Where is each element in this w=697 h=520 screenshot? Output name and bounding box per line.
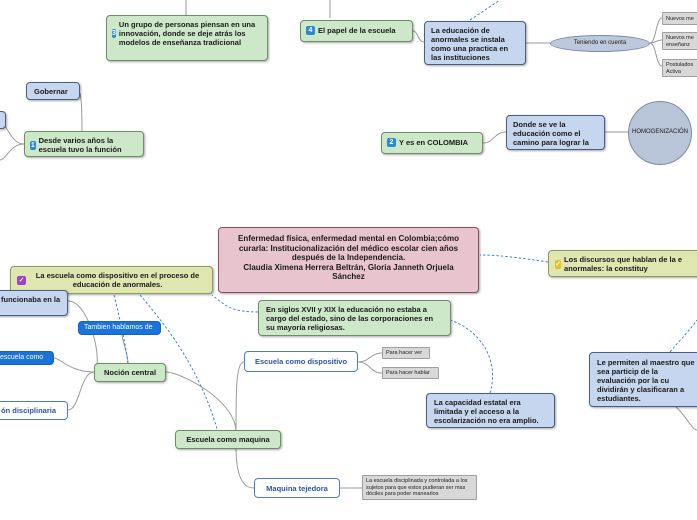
colombia-text: Y es en COLOMBIA	[399, 138, 469, 147]
escuela-dispositivo-main-node[interactable]: ✓ La escuela como dispositivo en el proc…	[10, 266, 213, 294]
nocion-central-text: Noción central	[103, 368, 157, 377]
dashed-discursos-left	[479, 254, 549, 263]
central-title: Enfermedad física, enfermedad mental en …	[238, 234, 459, 263]
para-hablar-node[interactable]: Para hacer hablar	[382, 367, 439, 379]
edge-maquina-dispositivo	[235, 361, 245, 433]
escuela-disciplinada-text: La escuela disciplinada y controlada a l…	[366, 478, 468, 498]
edge-papel-educacion	[412, 30, 425, 43]
discursos-text: Los discursos que hablan de la e anormal…	[564, 255, 682, 273]
edge-desde-left2	[0, 143, 25, 161]
desde-varios-node[interactable]: 1 Desde varios años la escuela tuvo la f…	[24, 131, 144, 157]
funcionaba-node[interactable]: funcionaba en la	[0, 290, 68, 316]
tambien-node[interactable]: Tambien hablamos de	[78, 321, 161, 335]
edge-maquina-tejedora	[235, 445, 255, 489]
checkbox-icon: ✓	[17, 275, 26, 285]
edge-teniendo-nuevos	[649, 17, 663, 44]
maquina-tejedora-text: Maquina tejedora	[266, 484, 328, 493]
edge-dispositivo-ver	[357, 352, 383, 363]
edge-nocion-escuela-como	[53, 357, 95, 373]
nuevos-1-text: Nuevos me	[666, 16, 694, 22]
para-ver-text: Para hacer ver	[386, 350, 423, 356]
checkbox-icon: ✓	[555, 259, 562, 269]
escuela-dispositivo-main-text: La escuela como dispositivo en el proces…	[35, 271, 200, 289]
escuela-dispositivo-text: Escuela como dispositivo	[254, 357, 348, 366]
dashed-papel-up	[469, 0, 501, 21]
papel-escuela-text: El papel de la escuela	[318, 26, 396, 35]
tambien-text: Tambien hablamos de	[84, 324, 153, 331]
permiten-text: Le permiten al maestro que sea particip …	[597, 358, 695, 403]
number-3-icon: 3	[112, 29, 116, 38]
number-4-icon: 4	[306, 26, 315, 35]
capacidad-node[interactable]: La capacidad estatal era limitada y el a…	[426, 393, 555, 428]
funcionaba-text: funcionaba en la	[1, 295, 61, 304]
edge-teniendo-postulados	[649, 42, 663, 67]
colombia-node[interactable]: 2 Y es en COLOMBIA	[381, 132, 483, 154]
maquina-tejedora-node[interactable]: Maquina tejedora	[254, 478, 340, 498]
discursos-node[interactable]: ✓ Los discursos que hablan de la e anorm…	[548, 250, 697, 277]
escuela-dispositivo-node[interactable]: Escuela como dispositivo	[244, 351, 358, 372]
edge-maquina-nocion	[165, 371, 237, 433]
homogenizacion-node[interactable]: HOMOGENIZACIÓN	[628, 101, 692, 165]
edge-colombia-donde	[482, 131, 507, 144]
nuevos-2-node[interactable]: Nuevos me enseñanz	[662, 32, 697, 50]
dashed-siglos-main	[211, 294, 259, 313]
postulados-node[interactable]: Postulados Activa	[662, 59, 697, 77]
edge-dispositivo-hablar	[357, 361, 383, 374]
siglos-text: En siglos XVII y XIX la educación no est…	[266, 305, 434, 332]
educacion-anormales-node[interactable]: La educación de anormales se instala com…	[424, 21, 526, 65]
central-topic-node[interactable]: Enfermedad física, enfermedad mental en …	[218, 227, 479, 293]
dashed-permiten-up	[669, 319, 697, 353]
siglos-node[interactable]: En siglos XVII y XIX la educación no est…	[258, 300, 451, 336]
escuela-maquina-node[interactable]: Escuela como maquina	[175, 430, 281, 449]
number-1-icon: 1	[30, 140, 36, 150]
escuela-maquina-text: Escuela como maquina	[186, 435, 270, 444]
para-ver-node[interactable]: Para hacer ver	[382, 347, 430, 359]
dashed-siglos-capacidad	[449, 319, 494, 394]
edge-gobernar-desde	[79, 92, 83, 133]
escuela-como-node[interactable]: escuela como	[0, 351, 54, 365]
nuevos-2-text: Nuevos me enseñanz	[666, 35, 694, 48]
donde-ve-node[interactable]: Donde se ve la educación como el camino …	[506, 115, 605, 150]
gobernar-node[interactable]: Gobernar	[26, 82, 80, 100]
teniendo-cuenta-node[interactable]: Teniendo en cuenta	[550, 35, 650, 52]
postulados-text: Postulados Activa	[666, 62, 694, 75]
edge-funcionaba-nocion	[67, 300, 98, 373]
para-hablar-text: Para hacer hablar	[386, 370, 430, 376]
disciplinaria-node[interactable]: ón disciplinaria	[0, 401, 68, 420]
homogenizacion-text: HOMOGENIZACIÓN	[631, 129, 688, 136]
teniendo-cuenta-text: Teniendo en cuenta	[573, 39, 627, 46]
left-edge-stub-node[interactable]	[0, 111, 6, 129]
educacion-anormales-text: La educación de anormales se instala com…	[431, 26, 509, 62]
nocion-central-node[interactable]: Noción central	[94, 363, 166, 382]
edge-nocion-tambien	[121, 333, 129, 365]
edge-nocion-disciplinaria	[67, 371, 95, 411]
grupo-innovacion-text: Un grupo de personas piensan en una inno…	[118, 20, 256, 47]
desde-varios-text: Desde varios años la escuela tuvo la fun…	[38, 136, 122, 154]
papel-escuela-node[interactable]: 4 El papel de la escuela	[300, 20, 413, 42]
dashed-main-nocion	[113, 294, 129, 365]
capacidad-text: La capacidad estatal era limitada y el a…	[434, 398, 539, 425]
donde-ve-text: Donde se ve la educación como el camino …	[513, 120, 589, 147]
permiten-node[interactable]: Le permiten al maestro que sea particip …	[589, 352, 697, 407]
central-authors: Claudia Ximena Herrera Beltrán, Gloria J…	[243, 262, 454, 282]
grupo-innovacion-node[interactable]: 3 Un grupo de personas piensan en una in…	[106, 15, 268, 61]
gobernar-text: Gobernar	[34, 87, 68, 96]
number-2-icon: 2	[387, 138, 396, 147]
disciplinaria-text: ón disciplinaria	[1, 406, 57, 415]
nuevos-1-node[interactable]: Nuevos me	[662, 12, 697, 25]
escuela-como-text: escuela como	[0, 354, 44, 361]
escuela-disciplinada-node[interactable]: La escuela disciplinada y controlada a l…	[362, 475, 477, 500]
dashed-main-maquina	[139, 294, 219, 433]
